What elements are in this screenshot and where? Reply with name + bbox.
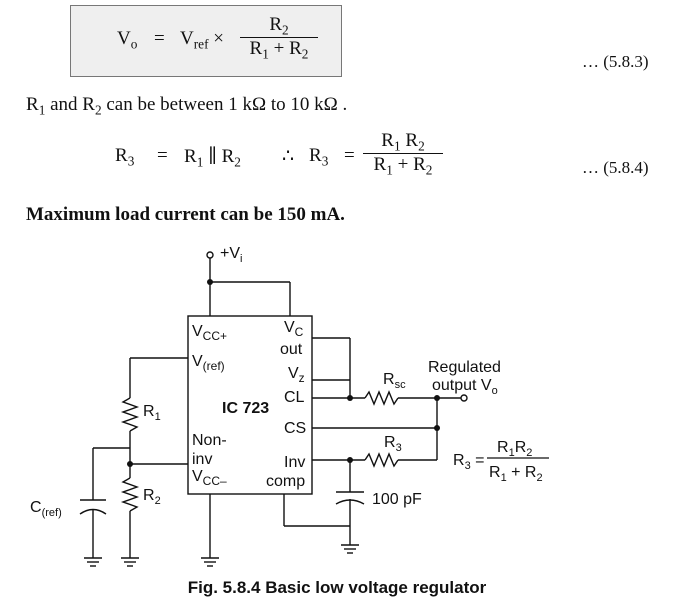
pin-noninv-2: inv [192,451,212,468]
eq2-equals2: = [344,145,355,166]
rsc-resistor [364,390,399,406]
r3-label: R3 [384,434,402,454]
eq1-lhs: Vo [117,28,138,52]
r3-formula-num: R1R2 [497,439,532,459]
equation-box [70,5,342,77]
output-label-2: output Vo [432,377,498,397]
eq1-fraction: R2 R1 + R2 [240,14,318,62]
vi-terminal [206,251,214,259]
circuit-diagram: +Vi VCC+ V(ref) Non- inv VCC– VC out Vz … [30,245,549,567]
r2-resistor [120,477,140,512]
pin-vcc-plus: VCC+ [192,323,227,343]
pin-noninv: Non- [192,432,227,449]
r1-resistor [120,397,140,432]
ic-723-box [187,315,313,495]
figure-caption: Fig. 5.8.4 Basic low voltage regulator [187,578,487,597]
eq1-numerator: R2 [269,14,289,38]
eq2-number: … (5.8.4) [582,158,649,177]
pin-cl: CL [284,389,305,406]
eq2-lhs2: R3 [309,145,329,169]
eq2-fraction: R1 R2 R1 + R2 [363,130,443,178]
cref-label: C(ref) [30,499,62,519]
rsc-label: Rsc [383,371,406,391]
r3-resistor [364,452,399,468]
r3-formula-den: R1 + R2 [489,464,543,484]
pin-vc: VC [284,319,304,339]
ic-name: IC 723 [222,400,269,417]
eq1-denominator: R1 + R2 [249,38,309,62]
ground-symbols [84,544,359,567]
eq2-lhs: R3 [115,145,135,169]
vi-label: +Vi [220,245,242,265]
r2-label: R2 [143,487,161,507]
eq1-number: … (5.8.3) [582,52,649,71]
pin-out: out [280,341,303,358]
pin-vcc-minus: VCC– [192,468,227,488]
pin-cs: CS [284,420,306,437]
output-terminal [460,394,468,402]
eq2-denominator: R1 + R2 [373,154,433,178]
output-label-1: Regulated [428,359,501,376]
r3-formula-lhs: R3 = [453,452,484,472]
pin-comp: comp [266,473,305,490]
cap-label: 100 pF [372,491,422,508]
eq1-equals: = [154,28,165,49]
max-current-text: Maximum load current can be 150 mA. [26,204,345,225]
eq2-parallel: R1 ∥ R2 [184,146,241,170]
pin-vref: V(ref) [192,353,225,373]
eq2-therefore: ∴ [282,146,295,167]
r1-label: R1 [143,403,161,423]
resistor-range-text: R1 and R2 can be between 1 kΩ to 10 kΩ . [26,94,348,118]
eq2-equals: = [157,145,168,166]
pin-vz: Vz [288,365,305,385]
pin-inv: Inv [284,454,305,471]
eq1-rhs: Vref × [180,28,224,52]
eq2-numerator: R1 R2 [381,130,425,154]
